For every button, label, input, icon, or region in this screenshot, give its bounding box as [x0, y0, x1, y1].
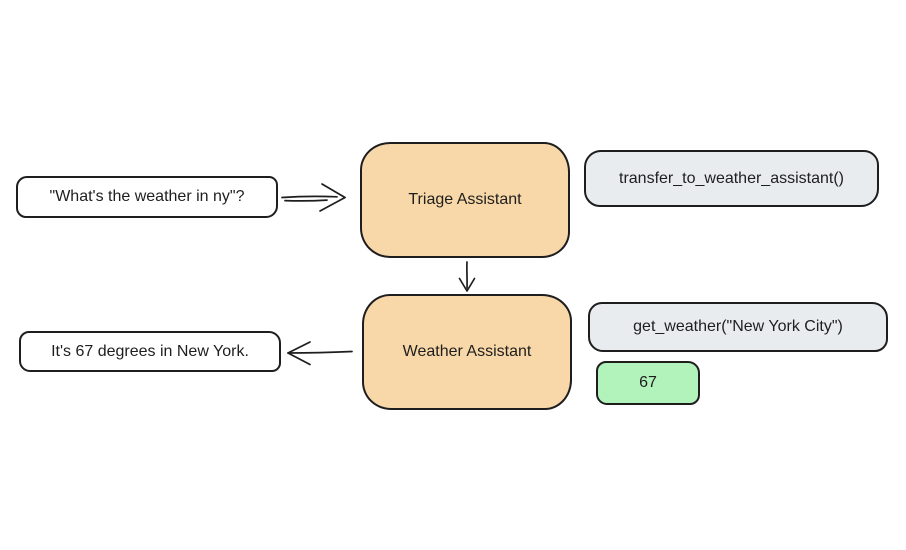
user-query-node: "What's the weather in ny"? — [16, 176, 278, 218]
tool-result-label: 67 — [639, 374, 657, 392]
triage-assistant-label: Triage Assistant — [408, 191, 522, 209]
final-response-node: It's 67 degrees in New York. — [19, 331, 281, 372]
weather-assistant-label: Weather Assistant — [402, 343, 532, 361]
weather-assistant-node: Weather Assistant — [362, 294, 572, 410]
get-weather-call-label: get_weather("New York City") — [633, 318, 843, 336]
triage-assistant-node: Triage Assistant — [360, 142, 570, 258]
user-query-label: "What's the weather in ny"? — [49, 188, 245, 206]
arrow-right-icon — [281, 183, 346, 212]
transfer-call-label: transfer_to_weather_assistant() — [619, 169, 844, 187]
arrow-down-icon — [458, 261, 476, 292]
transfer-call-node: transfer_to_weather_assistant() — [584, 150, 879, 207]
get-weather-call-node: get_weather("New York City") — [588, 302, 888, 352]
tool-result-node: 67 — [596, 361, 700, 405]
final-response-label: It's 67 degrees in New York. — [51, 342, 249, 360]
arrow-left-icon — [287, 341, 353, 366]
